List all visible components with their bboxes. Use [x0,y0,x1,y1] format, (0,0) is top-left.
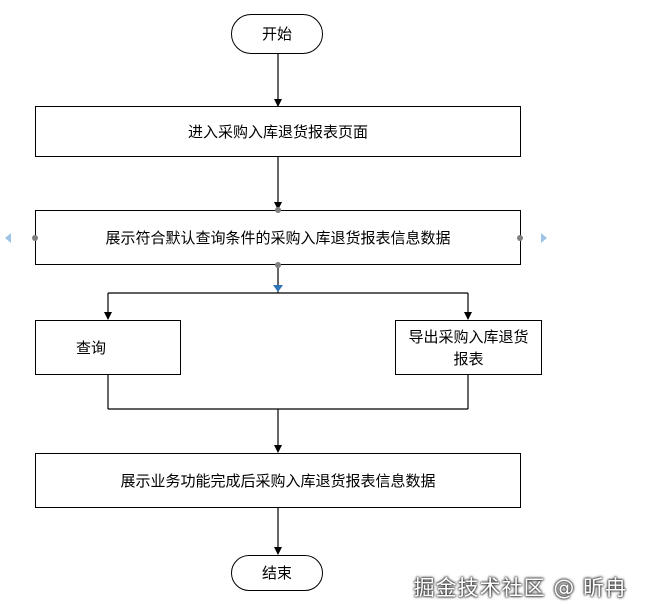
end-node: 结束 [231,555,323,591]
branch-export-line1: 导出采购入库退货 [408,327,529,346]
selection-handle-top[interactable] [275,207,281,213]
branch-query: 查询 [35,320,181,375]
nudge-left-icon[interactable] [5,233,11,243]
step-show-after-action: 展示业务功能完成后采购入库退货报表信息数据 [35,453,521,508]
selection-handle-left[interactable] [32,235,38,241]
branch-export: 导出采购入库退货 报表 [395,320,542,375]
selection-handle-right[interactable] [517,235,523,241]
step-enter-report-page: 进入采购入库退货报表页面 [35,106,521,157]
branch-export-line2: 报表 [453,349,484,368]
nudge-right-icon[interactable] [541,233,547,243]
start-node: 开始 [231,14,323,54]
selection-caret-icon [273,285,283,292]
watermark: 掘金技术社区 @ 昕冉 [413,576,627,600]
step-show-default-data: 展示符合默认查询条件的采购入库退货报表信息数据 [35,210,521,265]
selection-handle-bottom[interactable] [275,262,281,268]
